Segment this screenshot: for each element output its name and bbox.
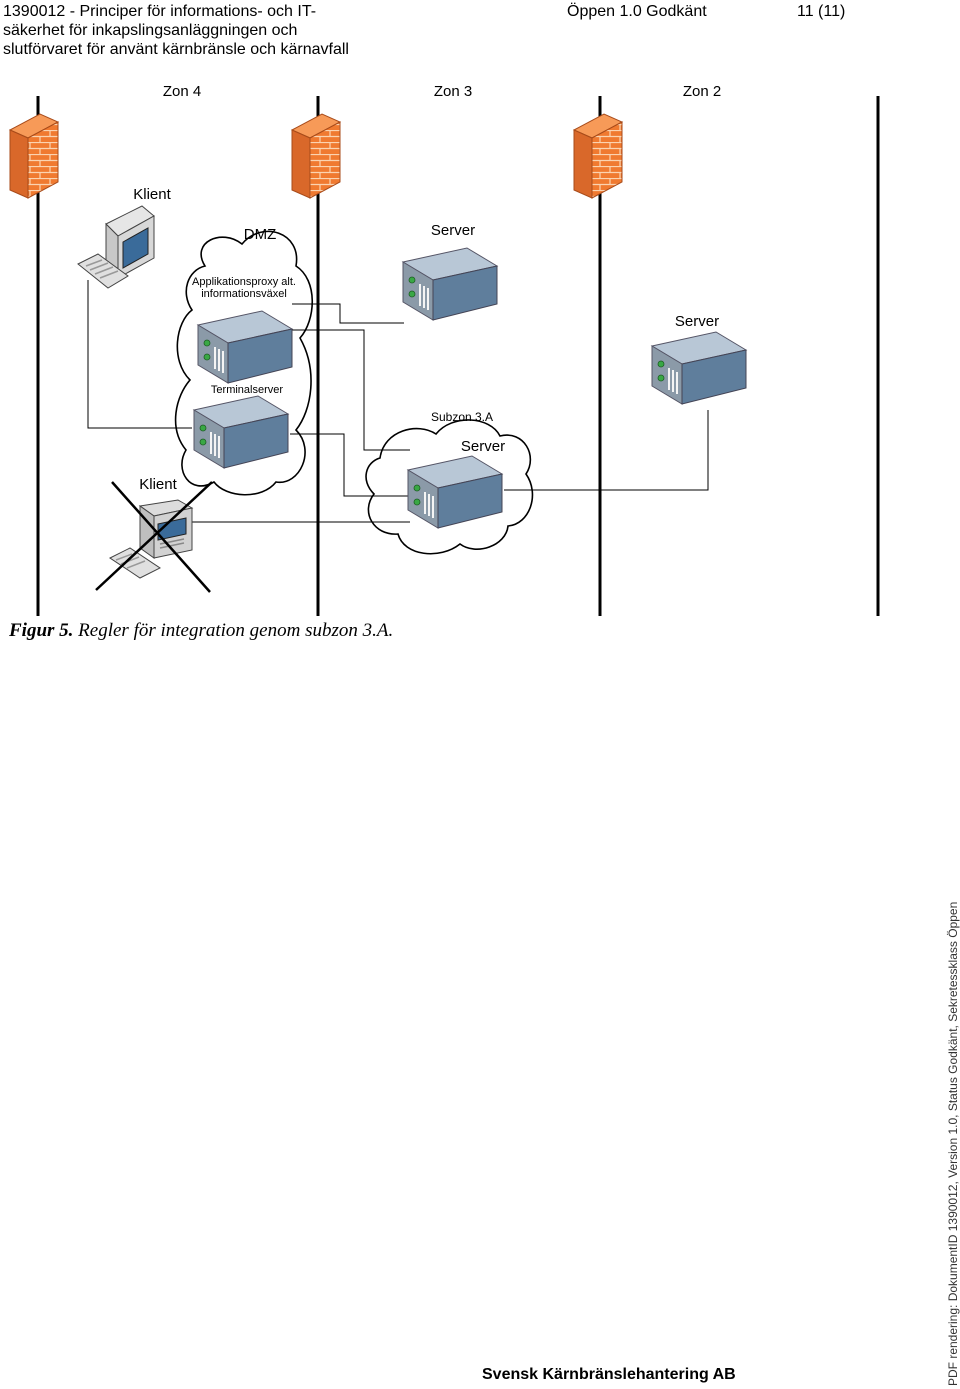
- proxy-label-line-1: Applikationsproxy alt.: [192, 276, 296, 288]
- document-title-line-3: slutförvaret för använt kärnbränsle och …: [3, 41, 349, 58]
- footer-company: Svensk Kärnbränslehantering AB: [482, 1366, 736, 1383]
- cross-out-line: [111, 481, 211, 593]
- page-number: 11 (11): [797, 3, 846, 20]
- side-rendering-note: PDF rendering: DokumentID 1390012, Versi…: [946, 901, 960, 1386]
- document-title-line-2: säkerhet för inkapslingsanläggningen och: [3, 22, 298, 39]
- server-icon: [651, 331, 747, 405]
- connection-line: [87, 280, 192, 429]
- firewall-icon: [290, 113, 342, 199]
- connection-line: [292, 329, 410, 451]
- server-label: Server: [431, 222, 475, 239]
- network-zone-diagram: Zon 4 Zon 3 Zon 2 Klient DMZ: [8, 83, 880, 616]
- zone-label-4: Zon 4: [163, 83, 201, 100]
- firewall-icon: [572, 113, 624, 199]
- zone-label-3: Zon 3: [434, 83, 472, 100]
- connection-line: [504, 410, 709, 491]
- server-label: Server: [461, 438, 505, 455]
- terminal-server-label: Terminalserver: [211, 384, 283, 396]
- server-label: Server: [675, 313, 719, 330]
- firewall-icon: [8, 113, 60, 199]
- figure-caption-text: Regler för integration genom subzon 3.A.: [73, 620, 394, 641]
- client-computer-icon: [77, 205, 155, 289]
- figure-caption: Figur 5. Regler för integration genom su…: [9, 620, 393, 642]
- subzone-label: Subzon 3.A: [431, 410, 493, 424]
- server-icon: [402, 247, 498, 321]
- cross-out-line: [95, 481, 213, 591]
- client-label: Klient: [133, 186, 171, 203]
- connection-line: [290, 433, 410, 497]
- document-title-line-1: 1390012 - Principer för informations- oc…: [3, 3, 317, 20]
- dmz-label: DMZ: [244, 226, 277, 243]
- document-status: Öppen 1.0 Godkänt: [567, 3, 707, 20]
- client-label: Klient: [139, 476, 177, 493]
- blocked-client-icon: [109, 499, 193, 579]
- figure-number: Figur 5.: [9, 620, 74, 641]
- connection-line: [292, 303, 404, 324]
- proxy-label-line-2: informationsväxel: [201, 288, 287, 300]
- zone-label-2: Zon 2: [683, 83, 721, 100]
- document-title: 1390012 - Principer för informations- oc…: [3, 2, 349, 59]
